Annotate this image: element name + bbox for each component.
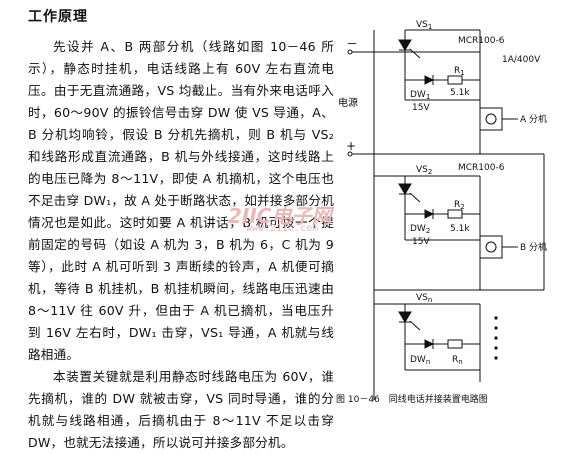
r1-value: 5.1k	[450, 88, 470, 98]
phone-b-label: B 分机	[520, 241, 547, 253]
dw2-label: DW2	[410, 224, 430, 235]
r2-label: R2	[454, 200, 465, 211]
r2-value: 5.1k	[450, 224, 470, 234]
continuation-dots	[494, 316, 498, 360]
mcr1-label: MCR100-6	[458, 36, 505, 46]
dw1-label: DW1	[410, 90, 430, 101]
dw2-zener	[424, 209, 435, 219]
r1-resistor	[447, 75, 463, 85]
vs1-label: VS1	[416, 20, 432, 31]
circuit-diagram: － + 电源 VS1 MCR100-6 1A/400V R1 5.1k DW1 …	[336, 20, 547, 405]
rn-resistor	[447, 339, 463, 349]
dw1-value: 15V	[412, 103, 430, 113]
dw1-zener	[424, 75, 435, 85]
power-label: 电源	[338, 96, 358, 109]
dwn-zener	[424, 339, 435, 349]
figure-caption: 图 10－46 同线电话并接装置电路图	[336, 393, 488, 405]
phone-a-label: A 分机	[520, 113, 547, 125]
phone-a-box	[479, 107, 503, 131]
minus-label: －	[346, 37, 358, 51]
r1-label: R1	[454, 66, 465, 77]
phone-b-box	[479, 235, 503, 259]
plus-label: +	[346, 139, 356, 153]
r2-resistor	[447, 209, 463, 219]
dw2-value: 15V	[412, 237, 430, 247]
section-title: 工作原理	[28, 9, 88, 25]
mcr2-label: MCR100-6	[458, 163, 505, 173]
paragraph-2: 本装置关键就是利用静态时线路电压为 60V，谁先摘机，谁的 DW 就被击穿，VS…	[28, 369, 334, 450]
watermark-logo: 2IIC电子网	[228, 204, 332, 228]
vs2-label: VS2	[416, 165, 432, 176]
paragraph-1: 先设并 A、B 两部分机（线路如图 10－46 所示），静态时挂机，电话线路上有…	[28, 39, 334, 362]
rn-label: Rn	[452, 355, 463, 366]
vsn-scr	[398, 311, 412, 323]
body-text: 先设并 A、B 两部分机（线路如图 10－46 所示），静态时挂机，电话线路上有…	[28, 36, 334, 454]
watermark-url: www.21ic.com	[246, 223, 319, 234]
vs2-scr	[398, 183, 412, 195]
vsn-label: VSn	[416, 293, 432, 304]
vs1-scr	[398, 39, 412, 51]
dwn-label: DWn	[410, 355, 430, 366]
rating-label: 1A/400V	[502, 55, 541, 65]
